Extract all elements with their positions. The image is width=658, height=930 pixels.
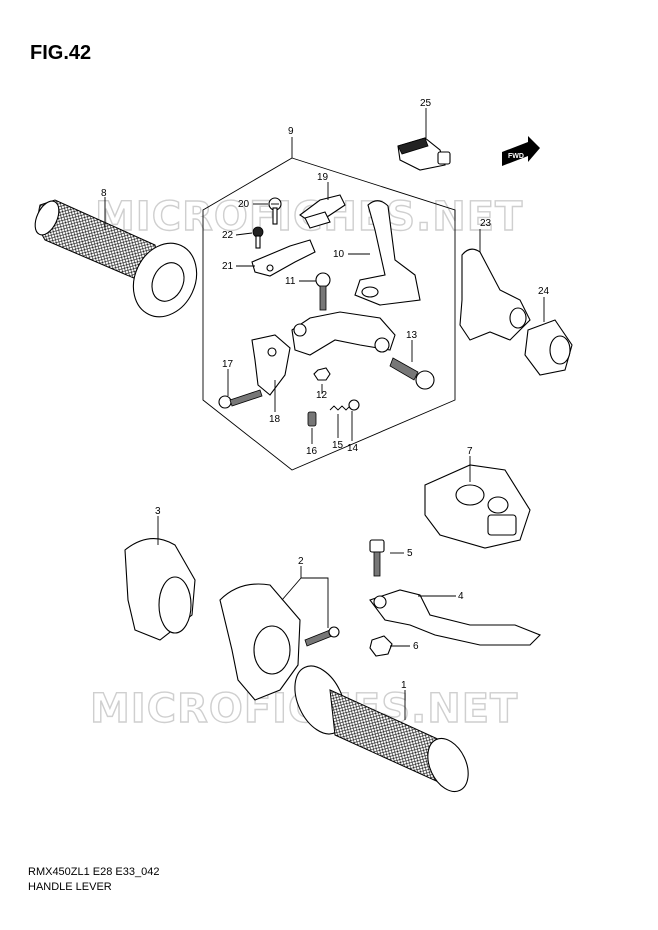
- callout-9: 9: [288, 126, 294, 137]
- part-25-cable-end: [397, 137, 451, 171]
- part-22-screw: [252, 226, 264, 249]
- part-21-clamp: [251, 239, 316, 277]
- part-4-lever: [369, 589, 541, 646]
- callout-6: 6: [413, 641, 419, 652]
- fwd-direction-marker: FWD: [502, 136, 540, 166]
- callout-15: 15: [332, 440, 344, 451]
- part-23-bracket: [459, 248, 531, 341]
- callout-17: 17: [222, 359, 234, 370]
- part-6-nut: [369, 635, 393, 657]
- callout-10: 10: [333, 249, 345, 260]
- callout-7: 7: [467, 446, 473, 457]
- part-2-throttle-housing: [219, 583, 340, 701]
- callout-5: 5: [407, 548, 413, 559]
- part-9-perch-body: [291, 311, 396, 356]
- callout-23: 23: [480, 218, 492, 229]
- part-10-clutch-lever: [354, 200, 421, 306]
- callout-18: 18: [269, 414, 281, 425]
- callout-2: 2: [298, 556, 304, 567]
- model-code: RMX450ZL1 E28 E33_042: [28, 866, 160, 878]
- leader-lines: [104, 108, 545, 720]
- section-name: HANDLE LEVER: [28, 881, 112, 893]
- callout-8: 8: [101, 188, 107, 199]
- part-18-holder: [251, 334, 291, 396]
- part-19-small-lever: [299, 194, 346, 229]
- part-3-guard: [124, 538, 196, 641]
- part-5-bolt: [369, 539, 385, 577]
- figure-title: FIG.42: [30, 42, 92, 64]
- callout-20: 20: [238, 199, 250, 210]
- part-11-bolt: [315, 272, 331, 311]
- part-24-adjuster: [524, 319, 573, 376]
- callout-21: 21: [222, 261, 234, 272]
- part-16-pin: [307, 411, 317, 427]
- callout-16: 16: [306, 446, 318, 457]
- callout-24: 24: [538, 286, 550, 297]
- fwd-label: FWD: [508, 153, 524, 160]
- callout-14: 14: [347, 443, 359, 454]
- assembly-boundary: [202, 157, 456, 471]
- part-20-screw: [268, 197, 282, 225]
- part-1-throttle-grip: [294, 665, 469, 793]
- part-13-adjuster: [389, 357, 435, 390]
- callout-19: 19: [317, 172, 329, 183]
- part-14-ball: [348, 399, 360, 411]
- part-8-left-grip: [34, 199, 198, 318]
- part-12-nut: [313, 367, 331, 381]
- part-17-bolt: [218, 389, 263, 409]
- callout-11: 11: [285, 276, 296, 287]
- callout-1: 1: [401, 680, 407, 691]
- callout-25: 25: [420, 98, 432, 109]
- part-7-cover: [424, 464, 531, 549]
- callout-3: 3: [155, 506, 161, 517]
- callout-13: 13: [406, 330, 418, 341]
- callout-22: 22: [222, 230, 234, 241]
- callout-4: 4: [458, 591, 464, 602]
- callout-12: 12: [316, 390, 328, 401]
